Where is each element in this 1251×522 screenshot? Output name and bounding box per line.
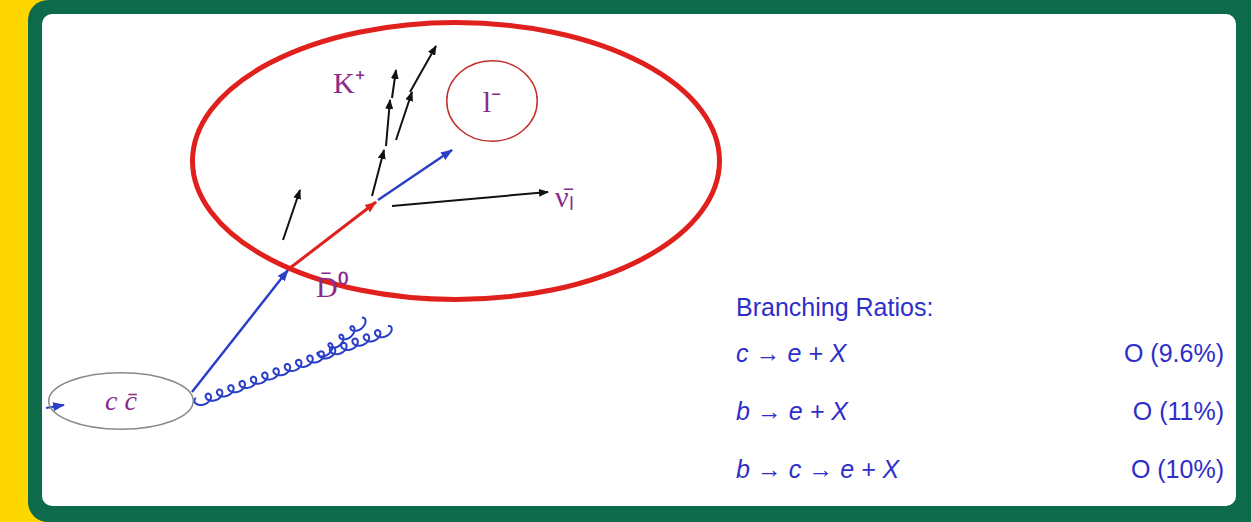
branching-ratio: O (10%) xyxy=(1131,456,1224,484)
hadron-track xyxy=(410,46,436,92)
decay-region-ellipse: K⁺ ν̄ₗ l⁻ xyxy=(190,20,722,302)
decay-channel: b → e + X xyxy=(736,398,848,426)
table-heading: Branching Ratios: xyxy=(736,294,933,322)
d-meson-track xyxy=(290,202,376,268)
charm-track xyxy=(192,270,288,392)
hadron-track xyxy=(283,190,300,240)
neutrino-track xyxy=(392,192,548,206)
particle-label: ν̄ₗ xyxy=(555,180,574,213)
gluon-line xyxy=(194,326,391,405)
lepton-track xyxy=(378,150,452,200)
hadron-track xyxy=(372,150,384,196)
branching-ratio: O (9.6%) xyxy=(1124,340,1224,368)
quark-pair-ellipse: c c̄ xyxy=(48,372,194,430)
ellipse-outline xyxy=(190,20,722,302)
decay-channel: c → e + X xyxy=(736,340,846,368)
particle-label: D̄⁰ xyxy=(316,270,349,303)
particle-label: l⁻ xyxy=(483,85,501,118)
particle-label: K⁺ xyxy=(333,66,365,99)
lepton-circle: l⁻ xyxy=(446,60,538,142)
branching-ratio: O (11%) xyxy=(1133,398,1224,426)
incoming-track xyxy=(46,405,64,408)
decay-channel: b → c → e + X xyxy=(736,456,899,484)
hadron-track xyxy=(392,70,396,98)
hadron-track xyxy=(386,100,390,146)
hadron-track xyxy=(396,92,412,140)
gluon-line xyxy=(317,318,365,357)
particle-label: c c̄ xyxy=(105,386,137,417)
